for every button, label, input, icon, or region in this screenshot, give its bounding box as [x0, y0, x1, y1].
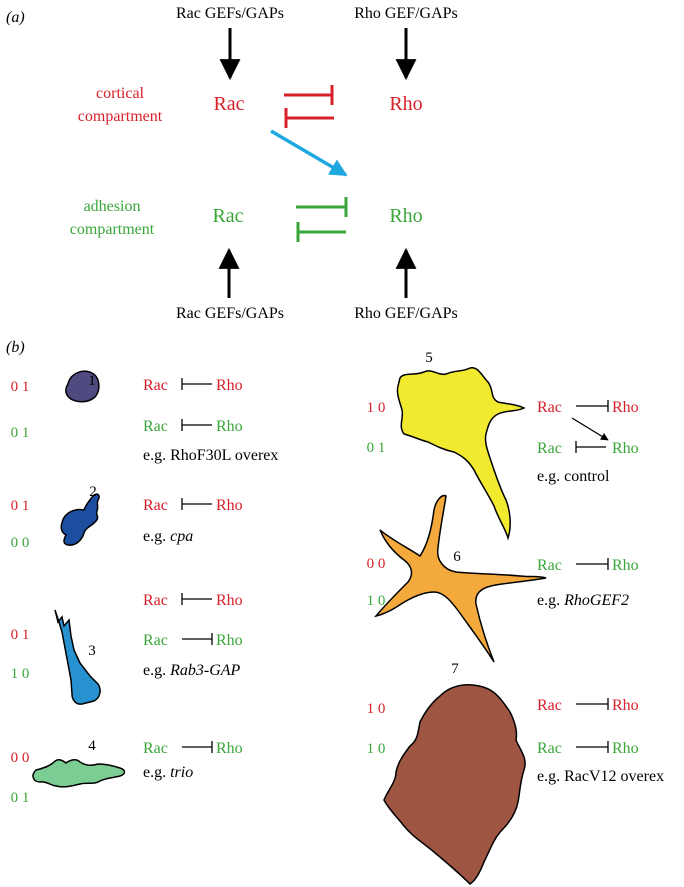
bottom-rho-regulators: Rho GEF/GAPs: [354, 305, 458, 322]
cell-4-example-prefix: e.g.: [143, 764, 170, 781]
cell-6-shape: [373, 494, 547, 663]
cell-6-example: e.g. RhoGEF2: [537, 592, 629, 609]
adhesion-mutual-inhibition: [296, 197, 348, 242]
cell-4-adhesion-rac: Rac: [143, 740, 168, 757]
cell-5-shape: [396, 367, 526, 541]
cell-6-example-prefix: e.g.: [537, 592, 564, 609]
cell-7-adhesion-code: 1 0: [367, 741, 386, 757]
cell-7-adhesion-rho: Rho: [612, 740, 639, 757]
cell-4-example: e.g. trio: [143, 764, 193, 781]
cell-6: 0 0 1 0 6 Rac Rho e.g. RhoGEF2: [367, 494, 639, 663]
cell-5-activation-arrow: [571, 417, 609, 441]
cell-5-cortical-code: 1 0: [367, 400, 386, 416]
cell-1-adhesion-rac: Rac: [143, 418, 168, 435]
cell-6-number: 6: [453, 549, 461, 565]
panel-a-label: (a): [6, 9, 25, 26]
cell-1-example-name: RhoF30L overex: [170, 447, 278, 464]
cell-7-cortical-rho: Rho: [612, 697, 639, 714]
top-rac-regulators: Rac GEFs/GAPs: [176, 5, 284, 22]
cell-4-shape: [32, 759, 126, 788]
cell-5-cortical-rac: Rac: [537, 399, 562, 416]
cell-7-cortical-rac: Rac: [537, 697, 562, 714]
rac-to-rho-activation-arrow: [270, 129, 348, 177]
cell-4: 0 0 0 1 4 Rac Rho e.g. trio: [11, 738, 243, 806]
cell-5-adhesion-rac: Rac: [537, 440, 562, 457]
cell-1-number: 1: [88, 373, 96, 389]
cell-3-example-prefix: e.g.: [143, 662, 170, 679]
cell-1-adhesion-code: 0 1: [11, 425, 30, 441]
cortical-label-line1: cortical: [96, 85, 145, 102]
cell-5: 1 0 0 1 5 Rac Rho Rac Rho e.g. control: [367, 350, 639, 541]
cell-7-adhesion-rac: Rac: [537, 740, 562, 757]
cell-5-adhesion-rho: Rho: [612, 440, 639, 457]
cell-3-cortical-code: 0 1: [11, 627, 30, 643]
cell-3-example-name: Rab3-GAP: [169, 662, 240, 679]
cortical-rho: Rho: [389, 93, 422, 115]
adhesion-rac: Rac: [212, 205, 243, 227]
cell-3-cortical-rho: Rho: [216, 592, 243, 609]
panel-b-label: (b): [6, 339, 25, 356]
cell-3-number: 3: [88, 643, 96, 659]
cell-3-example: e.g. Rab3-GAP: [143, 662, 241, 679]
adhesion-label-line2: compartment: [70, 221, 155, 238]
cell-1-cortical-code: 0 1: [11, 379, 30, 395]
cell-6-adhesion-rac: Rac: [537, 557, 562, 574]
cell-6-example-name: RhoGEF2: [563, 592, 629, 609]
cell-5-cortical-rho: Rho: [612, 399, 639, 416]
adhesion-rho: Rho: [389, 205, 422, 227]
cell-1-example-prefix: e.g.: [143, 447, 170, 464]
cell-4-number: 4: [88, 738, 96, 754]
cell-7: 1 0 1 0 7 Rac Rho Rac Rho e.g. RacV12 ov…: [367, 661, 664, 885]
cell-1-cortical-rac: Rac: [143, 377, 168, 394]
top-rho-regulators: Rho GEF/GAPs: [354, 5, 458, 22]
cell-1: 0 1 0 1 1 Rac Rho Rac Rho e.g. RhoF30L o…: [11, 370, 278, 464]
cortical-rac: Rac: [213, 93, 244, 115]
cell-7-shape: [383, 683, 526, 885]
cell-2-example-prefix: e.g.: [143, 528, 170, 545]
cell-1-shape: [65, 370, 100, 403]
cell-3: 0 1 1 0 3 Rac Rho Rac Rho e.g. Rab3-GAP: [11, 592, 243, 705]
cell-4-adhesion-rho: Rho: [216, 740, 243, 757]
cell-1-cortical-rho: Rho: [216, 377, 243, 394]
cell-7-example-prefix: e.g.: [537, 768, 564, 785]
cell-6-adhesion-code: 1 0: [367, 593, 386, 609]
cell-3-adhesion-rho: Rho: [216, 632, 243, 649]
cell-2-cortical-rac: Rac: [143, 497, 168, 514]
cell-5-example-name: control: [564, 468, 610, 485]
cell-4-adhesion-code: 0 1: [11, 790, 30, 806]
cell-5-example: e.g. control: [537, 468, 610, 485]
cell-5-adhesion-code: 0 1: [367, 440, 386, 456]
cell-4-cortical-code: 0 0: [11, 750, 30, 766]
cell-2-cortical-code: 0 1: [11, 498, 30, 514]
cell-7-example: e.g. RacV12 overex: [537, 768, 664, 785]
cortical-label-line2: compartment: [78, 108, 163, 125]
cell-1-example: e.g. RhoF30L overex: [143, 447, 278, 464]
cell-1-adhesion-rho: Rho: [216, 418, 243, 435]
cell-7-example-name: RacV12 overex: [564, 768, 664, 785]
cell-3-shape: [54, 609, 101, 705]
cortical-mutual-inhibition: [284, 85, 334, 128]
cell-6-adhesion-rho: Rho: [612, 557, 639, 574]
cell-2-example-name: cpa: [170, 528, 193, 545]
cell-7-cortical-code: 1 0: [367, 701, 386, 717]
cell-3-cortical-rac: Rac: [143, 592, 168, 609]
bottom-rac-regulators: Rac GEFs/GAPs: [176, 305, 284, 322]
adhesion-label-line1: adhesion: [84, 198, 141, 215]
cell-7-number: 7: [451, 661, 459, 677]
cell-4-example-name: trio: [170, 764, 193, 781]
cell-5-example-prefix: e.g.: [537, 468, 564, 485]
cell-2-example: e.g. cpa: [143, 528, 193, 545]
cell-2: 0 1 0 0 2 Rac Rho e.g. cpa: [11, 484, 243, 551]
cell-3-adhesion-code: 1 0: [11, 666, 30, 682]
cell-2-number: 2: [89, 484, 97, 500]
cell-5-number: 5: [425, 350, 433, 366]
cell-2-adhesion-code: 0 0: [11, 535, 30, 551]
cell-2-cortical-rho: Rho: [216, 497, 243, 514]
cell-6-cortical-code: 0 0: [367, 556, 386, 572]
cell-2-shape: [60, 493, 100, 546]
cell-3-adhesion-rac: Rac: [143, 632, 168, 649]
